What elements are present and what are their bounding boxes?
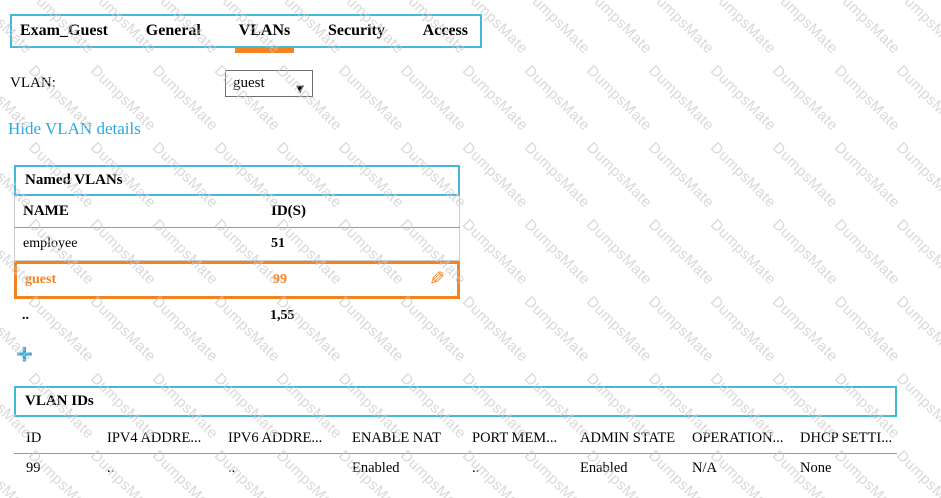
cell: N/A: [692, 460, 717, 476]
column-header: OPERATION...: [692, 430, 784, 446]
watermark-text: DumpsMate: [148, 62, 222, 135]
tab-exam-guest[interactable]: Exam_Guest: [20, 22, 108, 39]
cell: ..: [228, 460, 236, 476]
watermark-text: DumpsMate: [458, 216, 532, 289]
tab-security[interactable]: Security: [328, 22, 385, 39]
watermark-text: DumpsMate: [768, 139, 842, 212]
watermark-text: DumpsMate: [582, 62, 656, 135]
watermark-text: DumpsMate: [458, 62, 532, 135]
watermark-text: DumpsMate: [706, 0, 780, 58]
column-header: IPV6 ADDRE...: [228, 430, 323, 446]
vlan-ids-cell: 99: [273, 272, 287, 287]
watermark-text: DumpsMate: [458, 293, 532, 366]
watermark-text: DumpsMate: [706, 139, 780, 212]
vlan-ids-cell: 51: [271, 236, 285, 251]
vlan-ids-cell: 1,55: [270, 308, 295, 323]
vlan-ids-title: VLAN IDs: [14, 386, 897, 417]
vlan-ids-row[interactable]: 99.... Enabled.. Enabled N/A None: [14, 454, 897, 477]
watermark-text: DumpsMate: [582, 139, 656, 212]
watermark-text: DumpsMate: [892, 370, 941, 443]
name-column-header: NAME: [23, 203, 69, 219]
column-header: ENABLE NAT: [352, 430, 442, 446]
watermark-text: DumpsMate: [644, 0, 718, 58]
column-header: PORT MEM...: [472, 430, 558, 446]
cell: ..: [472, 460, 480, 476]
vlan-name-cell: employee: [23, 236, 78, 251]
vlan-name-cell: guest: [25, 272, 57, 287]
watermark-text: DumpsMate: [830, 293, 904, 366]
column-header: IPV4 ADDRE...: [107, 430, 202, 446]
cell: Enabled: [352, 460, 400, 476]
named-vlan-row[interactable]: employee 51: [14, 228, 460, 261]
watermark-text: DumpsMate: [830, 62, 904, 135]
watermark-text: DumpsMate: [768, 293, 842, 366]
watermark-text: DumpsMate: [520, 139, 594, 212]
watermark-text: DumpsMate: [644, 62, 718, 135]
watermark-text: DumpsMate: [520, 216, 594, 289]
tab-vlans[interactable]: VLANs: [234, 16, 294, 53]
watermark-text: DumpsMate: [520, 62, 594, 135]
watermark-text: DumpsMate: [892, 293, 941, 366]
named-vlans-rows: employee 51 guest 99 ✎.. 1,55: [14, 228, 460, 333]
watermark-text: DumpsMate: [520, 293, 594, 366]
named-vlans-column-header: NAME ID(S): [14, 196, 460, 228]
named-vlans-panel: Named VLANs NAME ID(S) employee 51 guest 99…: [14, 165, 460, 333]
hide-vlan-details-link[interactable]: Hide VLAN details: [8, 119, 141, 138]
watermark-text: DumpsMate: [768, 216, 842, 289]
column-header: ADMIN STATE: [580, 430, 676, 446]
watermark-text: DumpsMate: [644, 139, 718, 212]
watermark-text: DumpsMate: [582, 0, 656, 58]
cell: None: [800, 460, 832, 476]
watermark-text: DumpsMate: [520, 0, 594, 58]
vlan-label: VLAN:: [10, 75, 56, 91]
watermark-text: DumpsMate: [768, 62, 842, 135]
watermark-text: DumpsMate: [830, 216, 904, 289]
watermark-text: DumpsMate: [892, 62, 941, 135]
vlan-name-cell: ..: [22, 308, 29, 323]
watermark-text: DumpsMate: [644, 293, 718, 366]
column-header: DHCP SETTI...: [800, 430, 893, 446]
watermark-text: DumpsMate: [892, 216, 941, 289]
vlan-dropdown-value: guest: [233, 75, 265, 91]
watermark-text: DumpsMate: [644, 216, 718, 289]
column-header: ID: [26, 430, 42, 446]
watermark-text: DumpsMate: [706, 216, 780, 289]
edit-pencil-icon[interactable]: ✎: [429, 267, 445, 290]
watermark-text: DumpsMate: [768, 0, 842, 58]
watermark-text: DumpsMate: [458, 139, 532, 212]
watermark-text: DumpsMate: [706, 62, 780, 135]
watermark-text: DumpsMate: [892, 139, 941, 212]
watermark-text: DumpsMate: [582, 216, 656, 289]
vlan-ids-column-headers: ID IPV4 ADDRE... IPV6 ADDRE... ENABLE NAT PO…: [14, 417, 897, 454]
cell: Enabled: [580, 460, 628, 476]
watermark-text: DumpsMate: [892, 0, 941, 58]
chevron-down-icon: ▼: [296, 84, 304, 95]
ids-column-header: ID(S): [271, 203, 307, 219]
cell: ..: [107, 460, 115, 476]
named-vlan-row[interactable]: guest 99 ✎: [14, 261, 460, 299]
cell: 99: [26, 460, 41, 476]
named-vlan-row[interactable]: .. 1,55: [14, 299, 460, 333]
watermark-text: DumpsMate: [334, 62, 408, 135]
named-vlans-title: Named VLANs: [14, 165, 460, 196]
add-vlan-button[interactable]: +: [16, 339, 33, 371]
tab-access[interactable]: Access: [422, 22, 468, 39]
watermark-text: DumpsMate: [582, 293, 656, 366]
watermark-text: DumpsMate: [396, 62, 470, 135]
tab-bar: Exam_Guest General VLANs Security Access: [10, 14, 482, 53]
tab-general[interactable]: General: [145, 22, 201, 39]
watermark-text: DumpsMate: [830, 139, 904, 212]
watermark-text: DumpsMate: [830, 0, 904, 58]
vlan-ids-rows: 99.... Enabled.. Enabled N/A None: [14, 454, 897, 477]
watermark-text: DumpsMate: [892, 447, 941, 498]
watermark-text: DumpsMate: [706, 293, 780, 366]
vlan-dropdown[interactable]: guest ▼: [225, 70, 313, 97]
vlan-ids-panel: VLAN IDs ID IPV4 ADDRE... IPV6 ADDRE... ENA…: [14, 386, 897, 477]
